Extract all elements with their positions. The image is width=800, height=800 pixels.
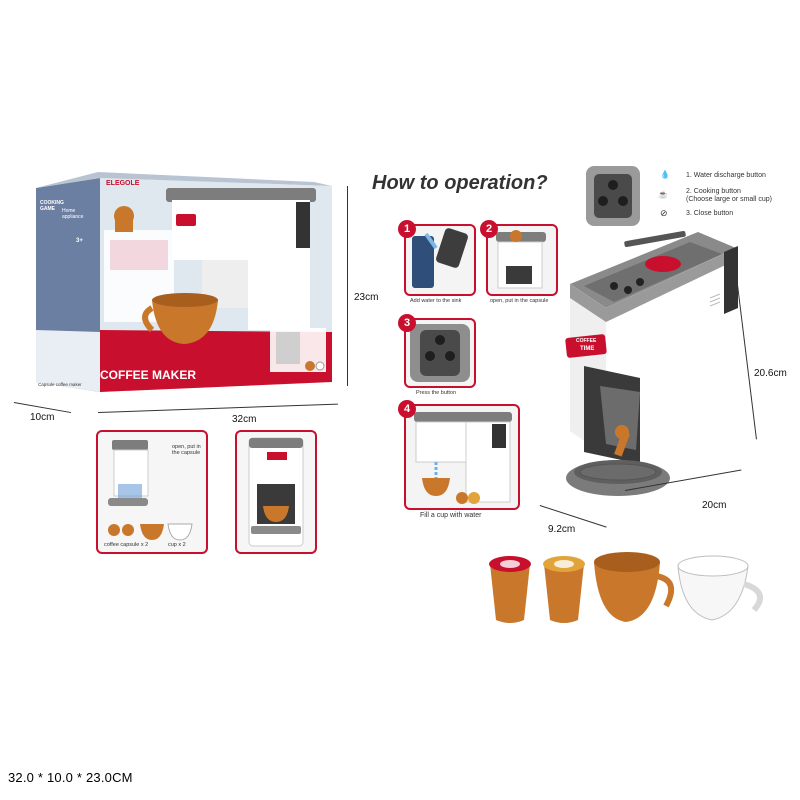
contents-caption-3: cup x 2 bbox=[168, 542, 186, 548]
legend-item-3: 3. Close button bbox=[686, 210, 734, 217]
machine-depth-label: 9.2cm bbox=[548, 524, 576, 535]
footer-dimensions: 32.0 * 10.0 * 23.0CM bbox=[8, 770, 133, 785]
step-4-number: 4 bbox=[398, 400, 416, 418]
box-depth-label: 10cm bbox=[30, 412, 55, 423]
box-width-label: 32cm bbox=[232, 414, 257, 425]
contents-caption-2: coffee capsule x 2 bbox=[104, 542, 149, 548]
legend-cup-icon: ☕ bbox=[658, 190, 668, 199]
accessories-art bbox=[489, 552, 764, 623]
coffee-machine-art bbox=[565, 230, 738, 498]
accessories bbox=[480, 540, 780, 630]
box-age-badge: 3+ bbox=[76, 238, 83, 244]
step-2-panel bbox=[486, 224, 558, 296]
contents-caption-1: open, put in the capsule bbox=[172, 444, 201, 456]
product-box-art bbox=[36, 172, 332, 392]
machine-width-label: 20cm bbox=[702, 500, 727, 511]
box-title: COFFEE MAKER bbox=[100, 368, 196, 382]
cook-small-button-icon bbox=[598, 196, 608, 206]
legend-item-2: 2. Cooking button (Choose large or small… bbox=[686, 188, 772, 203]
brewing-panel bbox=[235, 430, 317, 554]
contents-panel-art bbox=[108, 440, 193, 541]
box-side-caption: Capsule coffee maker bbox=[38, 382, 82, 387]
water-button-icon bbox=[608, 180, 618, 190]
step-4-art bbox=[414, 412, 512, 504]
brewing-panel-art bbox=[248, 437, 304, 547]
contents-panel: open, put in the capsule coffee capsule … bbox=[96, 430, 208, 554]
step-1-art bbox=[412, 228, 468, 288]
legend-close-icon: ⊘ bbox=[660, 208, 668, 218]
cook-large-button-icon bbox=[618, 196, 628, 206]
step-1-caption: Add water to the sink bbox=[410, 298, 462, 304]
step-2-number: 2 bbox=[480, 220, 498, 238]
instructions-heading: How to operation? bbox=[372, 172, 548, 194]
control-panel-closeup bbox=[586, 166, 640, 226]
step-3-caption: Press the button bbox=[416, 390, 457, 396]
box-height-line bbox=[347, 186, 348, 386]
step-3-number: 3 bbox=[398, 314, 416, 332]
box-height-label: 23cm bbox=[354, 292, 379, 303]
machine-height-label: 20.6cm bbox=[754, 368, 787, 379]
step-4-panel bbox=[404, 404, 520, 510]
product-box: ELEGOLE COOKING GAME Home appliance 3+ C… bbox=[14, 160, 344, 410]
step-1-panel bbox=[404, 224, 476, 296]
step-4-caption: Fill a cup with water bbox=[420, 512, 482, 519]
step-3-panel bbox=[404, 318, 476, 388]
box-side-label-2: Home appliance bbox=[62, 208, 84, 220]
step-3-art bbox=[410, 324, 470, 382]
coffee-machine: COFFEE TIME bbox=[560, 226, 750, 516]
legend-item-1: 1. Water discharge button bbox=[686, 172, 766, 179]
step-2-caption: open, put in the capsule bbox=[490, 298, 549, 304]
box-brand: ELEGOLE bbox=[106, 180, 140, 187]
legend-water-icon: 💧 bbox=[660, 170, 670, 179]
machine-label-2: TIME bbox=[580, 346, 595, 352]
step-2-art bbox=[496, 230, 546, 289]
box-side-label-1: COOKING GAME bbox=[40, 200, 64, 212]
machine-label-1: COFFEE bbox=[576, 338, 597, 344]
step-1-number: 1 bbox=[398, 220, 416, 238]
